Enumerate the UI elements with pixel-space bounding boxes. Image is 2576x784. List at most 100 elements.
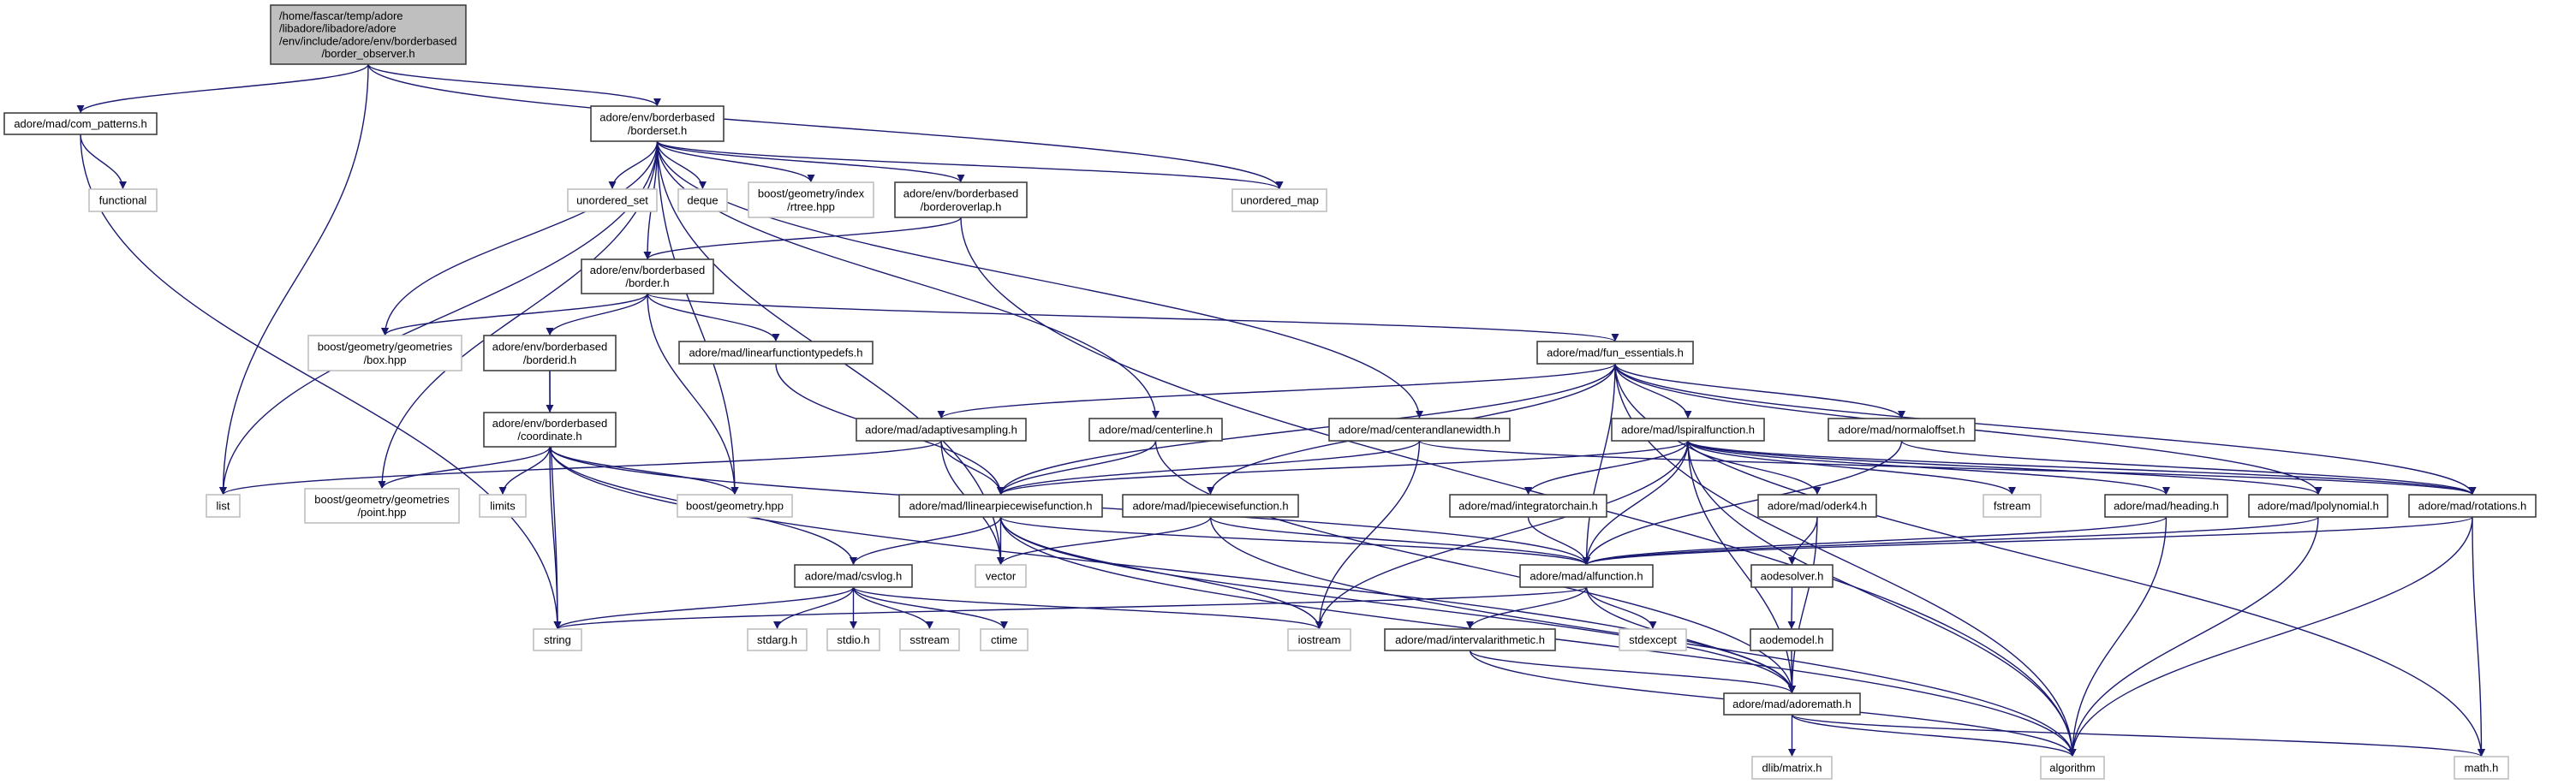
edge-lpolynomial-to-algorithm [2068, 516, 2319, 757]
node-label: adore/mad/adoremath.h [1732, 698, 1852, 710]
node-box [1723, 692, 1861, 716]
node-csvlog[interactable]: adore/mad/csvlog.h [794, 564, 913, 588]
node-border-observer[interactable]: /home/fascar/temp/adore/libadore/libador… [270, 4, 467, 65]
edge-borderset-to-box [381, 140, 659, 336]
node-borderoverlap[interactable]: adore/env/borderbased/borderoverlap.h [894, 181, 1028, 218]
node-label: adore/mad/lspiralfunction.h [1621, 424, 1755, 437]
node-lpolynomial[interactable]: adore/mad/lpolynomial.h [2248, 494, 2388, 518]
node-llinearpiecewisefunction[interactable]: adore/mad/llinearpiecewisefunction.h [898, 494, 1103, 518]
node-label: adore/mad/llinearpiecewisefunction.h [909, 500, 1093, 513]
edge-llinearpiecewisefunction-to-csvlog [850, 516, 1002, 566]
node-linearfunctiontypedefs[interactable]: adore/mad/linearfunctiontypedefs.h [678, 341, 874, 365]
node-sstream[interactable]: sstream [899, 628, 960, 651]
node-ctime[interactable]: ctime [980, 628, 1029, 651]
node-box [1611, 418, 1765, 442]
edge-borderset-to-boost_geometry [656, 140, 739, 496]
node-alfunction[interactable]: adore/mad/alfunction.h [1519, 564, 1654, 588]
node-iostream[interactable]: iostream [1287, 628, 1351, 651]
node-box[interactable]: boost/geometry/geometries/box.hpp [307, 335, 462, 371]
edge-borderset-to-unordered_map [656, 140, 1284, 190]
node-label: adore/mad/centerline.h [1099, 424, 1213, 437]
node-integratorchain[interactable]: adore/mad/integratorchain.h [1449, 494, 1607, 518]
node-label: adore/env/borderbased [903, 187, 1018, 199]
node-string[interactable]: string [533, 628, 582, 651]
node-intervalarithmetic[interactable]: adore/mad/intervalarithmetic.h [1384, 628, 1556, 651]
node-lpiecewisefunction[interactable]: adore/mad/lpiecewisefunction.h [1122, 494, 1299, 518]
node-point[interactable]: boost/geometry/geometries/point.hpp [304, 488, 460, 524]
node-unordered-map[interactable]: unordered_map [1231, 188, 1327, 212]
node-centerandlanewidth[interactable]: adore/mad/centerandlanewidth.h [1328, 418, 1511, 442]
node-label: adore/mad/adaptivesampling.h [865, 424, 1017, 437]
node-fun-essentials[interactable]: adore/mad/fun_essentials.h [1536, 341, 1694, 365]
node-fstream[interactable]: fstream [1983, 494, 2042, 518]
edges [76, 63, 2485, 757]
node-box [2248, 494, 2388, 518]
node-lspiralfunction[interactable]: adore/mad/lspiralfunction.h [1611, 418, 1765, 442]
node-rtree[interactable]: boost/geometry/index/rtree.hpp [748, 181, 874, 218]
nodes: /home/fascar/temp/adore/libadore/libador… [3, 4, 2537, 780]
node-box [678, 341, 874, 365]
edge-heading-to-algorithm [2068, 516, 2168, 757]
edge-lspiralfunction-to-fstream [1687, 440, 2016, 496]
edge-fun_essentials-to-lspiralfunction [1614, 363, 1692, 419]
node-box [1750, 564, 1834, 588]
node-unordered-set[interactable]: unordered_set [567, 188, 658, 212]
node-centerline[interactable]: adore/mad/centerline.h [1088, 418, 1223, 442]
node-label: adore/mad/linearfunctiontypedefs.h [689, 347, 862, 359]
node-label: /rtree.hpp [787, 200, 835, 213]
edge-borderset-to-unordered_set [608, 140, 659, 190]
node-box [1231, 188, 1327, 212]
edge-lspiralfunction-to-algorithm [1687, 440, 2077, 757]
node-aodemodel[interactable]: aodemodel.h [1750, 628, 1834, 651]
node-rotations[interactable]: adore/mad/rotations.h [2408, 494, 2537, 518]
node-label: iostream [1298, 633, 1341, 646]
edge-border-to-fun_essentials [647, 293, 1619, 342]
node-aodesolver[interactable]: aodesolver.h [1750, 564, 1834, 588]
node-stdarg[interactable]: stdarg.h [747, 628, 808, 651]
edge-rotations-to-math [2472, 516, 2485, 757]
node-stdexcept[interactable]: stdexcept [1619, 628, 1687, 651]
node-math[interactable]: math.h [2454, 756, 2509, 780]
node-oderk4[interactable]: adore/mad/oderk4.h [1757, 494, 1877, 518]
edge-normaloffset-to-rotations [1900, 440, 2477, 496]
node-label: aodemodel.h [1759, 633, 1823, 646]
node-algorithm[interactable]: algorithm [2040, 756, 2105, 780]
node-label: boost/geometry/geometries [318, 340, 453, 353]
node-dlib-matrix[interactable]: dlib/matrix.h [1751, 756, 1833, 780]
node-box [898, 494, 1103, 518]
edge-com_patterns-to-functional [80, 134, 127, 190]
edge-coordinate-to-boost_geometry [549, 446, 739, 496]
node-box [304, 488, 460, 524]
node-normaloffset[interactable]: adore/mad/normaloffset.h [1828, 418, 1976, 442]
edge-borderset-to-deque [656, 140, 707, 190]
node-label: adore/env/borderbased [492, 417, 607, 430]
node-label: adore/mad/rotations.h [2418, 500, 2526, 513]
node-border[interactable]: adore/env/borderbased/border.h [581, 258, 714, 294]
edge-fun_essentials-to-normaloffset [1614, 363, 1905, 419]
node-heading[interactable]: adore/mad/heading.h [2104, 494, 2228, 518]
node-borderset[interactable]: adore/env/borderbased/borderset.h [590, 105, 724, 142]
node-borderid[interactable]: adore/env/borderbased/borderid.h [483, 335, 617, 371]
edge-centerandlanewidth-to-iostream [1315, 440, 1421, 630]
node-box [1088, 418, 1223, 442]
node-adoremath[interactable]: adore/mad/adoremath.h [1723, 692, 1861, 716]
node-boost-geometry[interactable]: boost/geometry.hpp [677, 494, 793, 518]
edge-intervalarithmetic-to-adoremath [1469, 650, 1796, 694]
node-list[interactable]: list [206, 494, 241, 518]
node-label: /env/include/adore/env/borderbased [279, 34, 456, 47]
node-label: /borderid.h [523, 353, 576, 366]
node-box [479, 494, 527, 518]
edge-coordinate-to-string [549, 446, 562, 630]
node-label: math.h [2465, 762, 2499, 775]
node-coordinate[interactable]: adore/env/borderbased/coordinate.h [483, 412, 617, 448]
node-functional[interactable]: functional [88, 188, 158, 212]
node-box [677, 494, 793, 518]
node-stdio[interactable]: stdio.h [826, 628, 880, 651]
edge-coordinate-to-point [378, 446, 551, 490]
node-vector[interactable]: vector [975, 564, 1027, 588]
node-limits[interactable]: limits [479, 494, 527, 518]
edge-lspiralfunction-to-heading [1687, 440, 2170, 496]
node-deque[interactable]: deque [677, 188, 728, 212]
node-adaptivesampling[interactable]: adore/mad/adaptivesampling.h [856, 418, 1027, 442]
node-com-patterns[interactable]: adore/mad/com_patterns.h [3, 112, 158, 135]
